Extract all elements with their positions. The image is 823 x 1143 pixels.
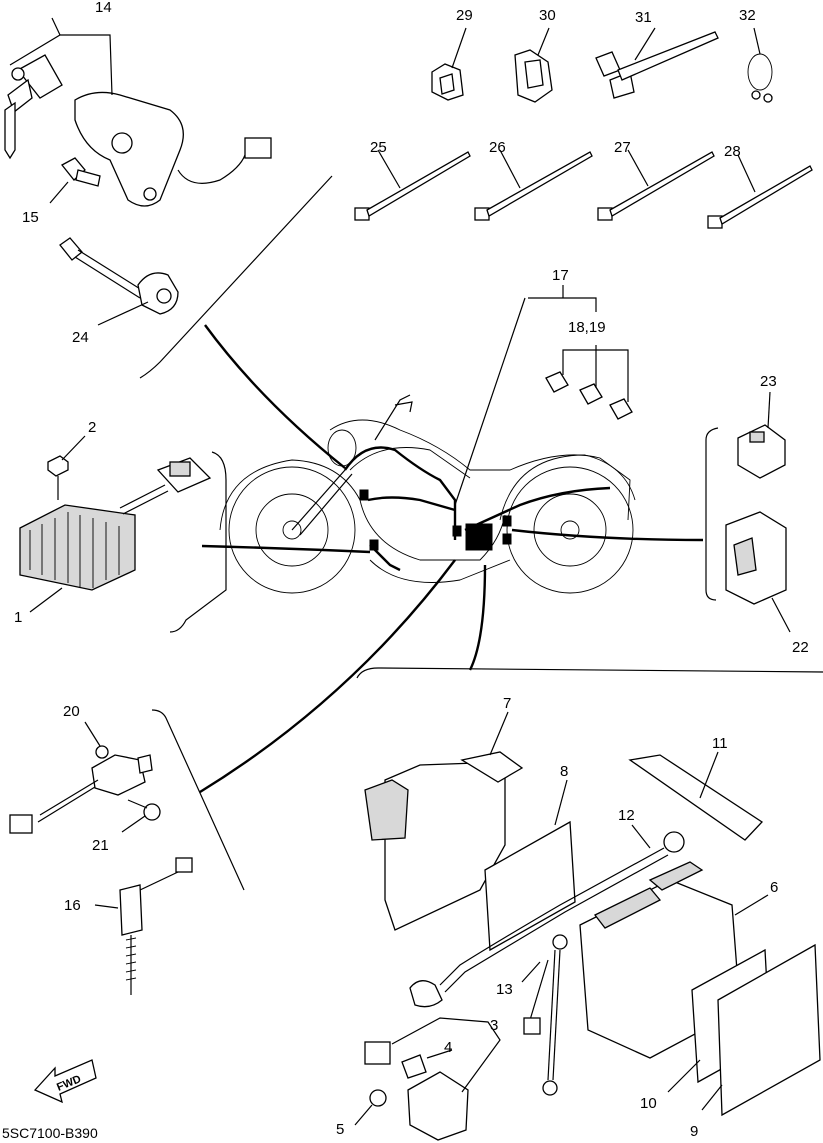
- clamp-part-29: [431, 27, 467, 101]
- cover-part-8: [484, 779, 576, 952]
- cable-tie-part-27: [597, 149, 715, 221]
- unit-part-22: [725, 511, 791, 633]
- callout-11: 11: [712, 735, 728, 752]
- fwd-arrow-icon: [33, 1059, 97, 1104]
- callout-26: 26: [489, 139, 506, 156]
- callout-2: 2: [88, 419, 96, 436]
- screw-part-15: [49, 157, 101, 204]
- callout-30: 30: [539, 7, 556, 24]
- diagram-code: 5SC7100-B390: [2, 1125, 98, 1141]
- cable-tie-part-25: [354, 149, 471, 221]
- regulator-part-1: [19, 457, 212, 613]
- sensor-part-24: [59, 237, 179, 326]
- bolt-part-21: [121, 799, 161, 833]
- callout-27: 27: [614, 139, 631, 156]
- clamp-part-30: [514, 27, 553, 103]
- strap-part-11: [628, 751, 764, 841]
- cable-tie-part-26: [474, 149, 593, 221]
- callout-14: 14: [95, 0, 112, 16]
- callout-29: 29: [456, 7, 473, 24]
- callout-24: 24: [72, 329, 89, 346]
- tie-part-31: [595, 27, 719, 99]
- bracket-lines: [139, 175, 823, 891]
- callout-1: 1: [14, 609, 22, 626]
- cable-tie-part-28: [707, 154, 813, 229]
- relay-parts-3-4-5: [354, 1017, 501, 1141]
- callout-25: 25: [370, 139, 387, 156]
- fuses-part-18-19: [545, 345, 633, 420]
- callout-12: 12: [618, 807, 635, 824]
- callout-7: 7: [503, 695, 511, 712]
- callout-32: 32: [739, 7, 756, 24]
- callout-18-19: 18,19: [568, 319, 606, 336]
- lead-part-12: [409, 824, 685, 1008]
- main-switch-part-14: [4, 17, 272, 207]
- callout-10: 10: [640, 1095, 657, 1112]
- plates-parts-9-10: [667, 943, 821, 1117]
- callout-3: 3: [490, 1017, 498, 1034]
- callout-21: 21: [92, 837, 109, 854]
- callout-5: 5: [336, 1121, 344, 1138]
- callout-4: 4: [444, 1039, 452, 1056]
- switch-part-16: [94, 857, 193, 995]
- band-part-32: [747, 27, 773, 103]
- motorcycle-outline: [219, 394, 636, 594]
- callout-17: 17: [552, 267, 569, 284]
- callout-22: 22: [792, 639, 809, 656]
- callout-9: 9: [690, 1123, 698, 1140]
- callout-20: 20: [63, 703, 80, 720]
- bolt-part-2: [47, 435, 86, 500]
- callout-6: 6: [770, 879, 778, 896]
- callout-28: 28: [724, 143, 741, 160]
- battery-box-part-7: [364, 711, 524, 931]
- callout-13: 13: [496, 981, 513, 998]
- lead-part-13: [521, 934, 568, 1096]
- callout-15: 15: [22, 209, 39, 226]
- callout-8: 8: [560, 763, 568, 780]
- relay-part-23: [737, 391, 786, 479]
- callout-23: 23: [760, 373, 777, 390]
- callout-16: 16: [64, 897, 81, 914]
- callout-31: 31: [635, 9, 652, 26]
- sensor-part-20: [9, 721, 153, 834]
